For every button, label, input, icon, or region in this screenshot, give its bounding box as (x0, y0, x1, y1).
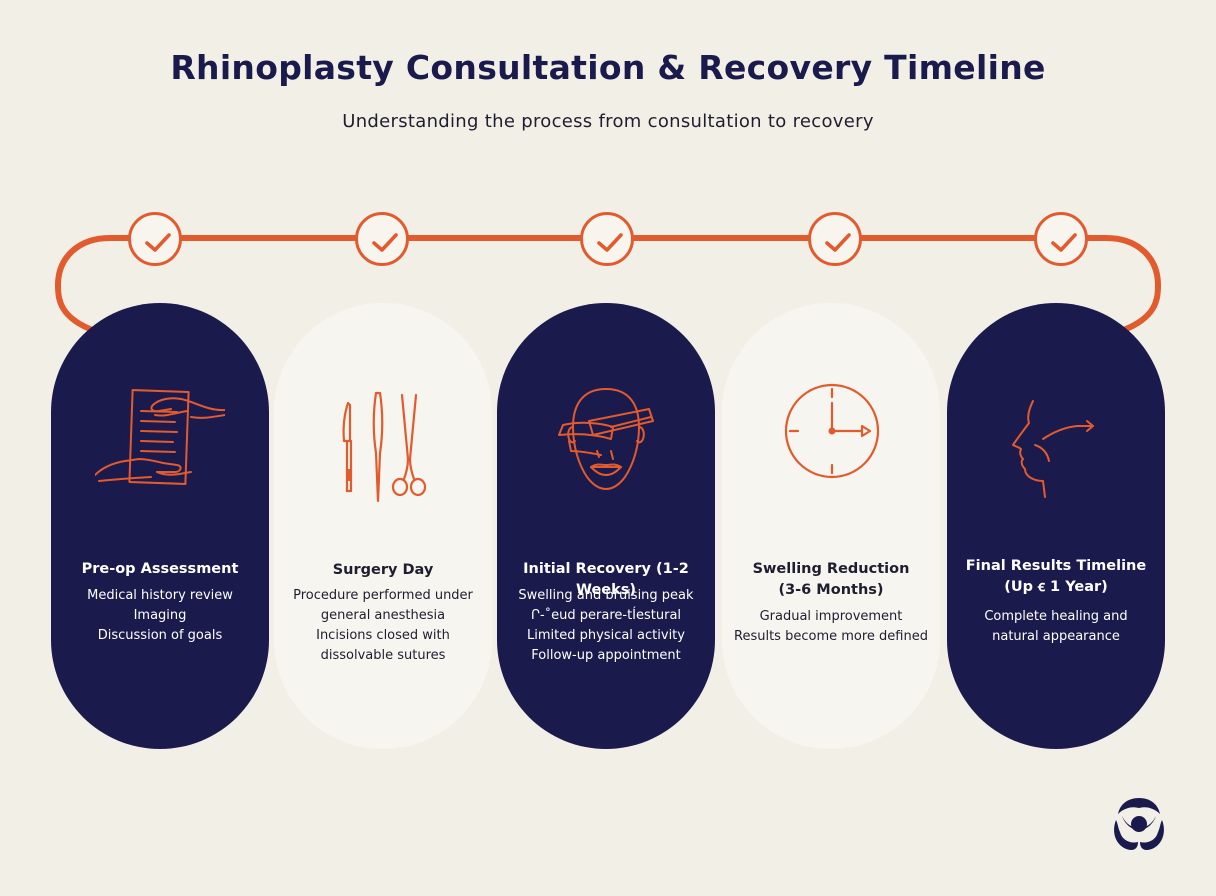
step-title: Surgery Day (332, 562, 434, 578)
surgical-instruments-icon (342, 391, 427, 503)
step-title-line: (3-6 Months) (778, 582, 884, 598)
detail-line: general anesthesia (320, 608, 446, 623)
step-title-line: Swelling Reduction (752, 561, 910, 577)
bandaged-face-icon (558, 388, 654, 490)
face-profile-icon (1012, 400, 1094, 498)
detail-line: Medical history review (87, 588, 233, 603)
detail-line: Incisions closed with (316, 628, 450, 643)
step-details: Procedure performed under general anesth… (274, 586, 492, 666)
step-card-initial-recovery: Initial Recovery (1-2 Weeks) Swelling an… (497, 303, 715, 749)
step-3-check-icon (580, 212, 634, 266)
detail-line: Results become more defined (734, 629, 928, 644)
step-title: Swelling Reduction (3-6 Months) (722, 559, 940, 601)
detail-line: natural appearance (992, 629, 1120, 644)
detail-line: Procedure performed under (293, 588, 473, 603)
step-card-pre-op: Pre-op Assessment Medical history review… (51, 303, 269, 749)
step-card-swelling-reduction: Swelling Reduction (3-6 Months) Gradual … (722, 303, 940, 749)
detail-line: Gradual improvement (759, 609, 903, 624)
document-handoff-icon (95, 389, 225, 485)
detail-line: Swelling and bruising peak (518, 588, 694, 603)
detail-line: Discussion of goals (97, 628, 223, 643)
step-title: Initial Recovery (1-2 Weeks) (523, 561, 689, 598)
step-details: Swelling and bruising peak Ր-˚eud perare… (497, 586, 715, 666)
step-title-line: (Up ꞓ 1 Year) (1004, 579, 1108, 595)
step-details: Gradual improvement Results become more … (722, 607, 940, 647)
step-card-surgery-day: Surgery Day Procedure performed under ge… (274, 303, 492, 749)
step-2-check-icon (355, 212, 409, 266)
step-title-line: Final Results Timeline (965, 558, 1147, 574)
brand-logo-icon (1114, 798, 1164, 850)
step-card-final-results: Final Results Timeline (Up ꞓ 1 Year) Com… (947, 303, 1165, 749)
page-subtitle: Understanding the process from consultat… (342, 111, 874, 132)
detail-line: dissolvable sutures (320, 648, 446, 663)
detail-line: Follow-up appointment (531, 648, 681, 663)
step-1-check-icon (128, 212, 182, 266)
page-title: Rhinoplasty Consultation & Recovery Time… (170, 48, 1046, 87)
detail-line: Complete healing and (984, 609, 1128, 624)
step-5-check-icon (1034, 212, 1088, 266)
detail-line: Ր-˚eud perare-tÍestural (530, 608, 682, 623)
detail-line: Imaging (133, 608, 187, 623)
step-4-check-icon (808, 212, 862, 266)
detail-line: Limited physical activity (527, 628, 685, 643)
clock-icon (784, 383, 880, 479)
step-details: Complete healing and natural appearance (947, 607, 1165, 647)
step-title: Pre-op Assessment (81, 561, 239, 577)
step-details: Medical history review Imaging Discussio… (51, 586, 269, 646)
step-title: Final Results Timeline (Up ꞓ 1 Year) (947, 556, 1165, 598)
